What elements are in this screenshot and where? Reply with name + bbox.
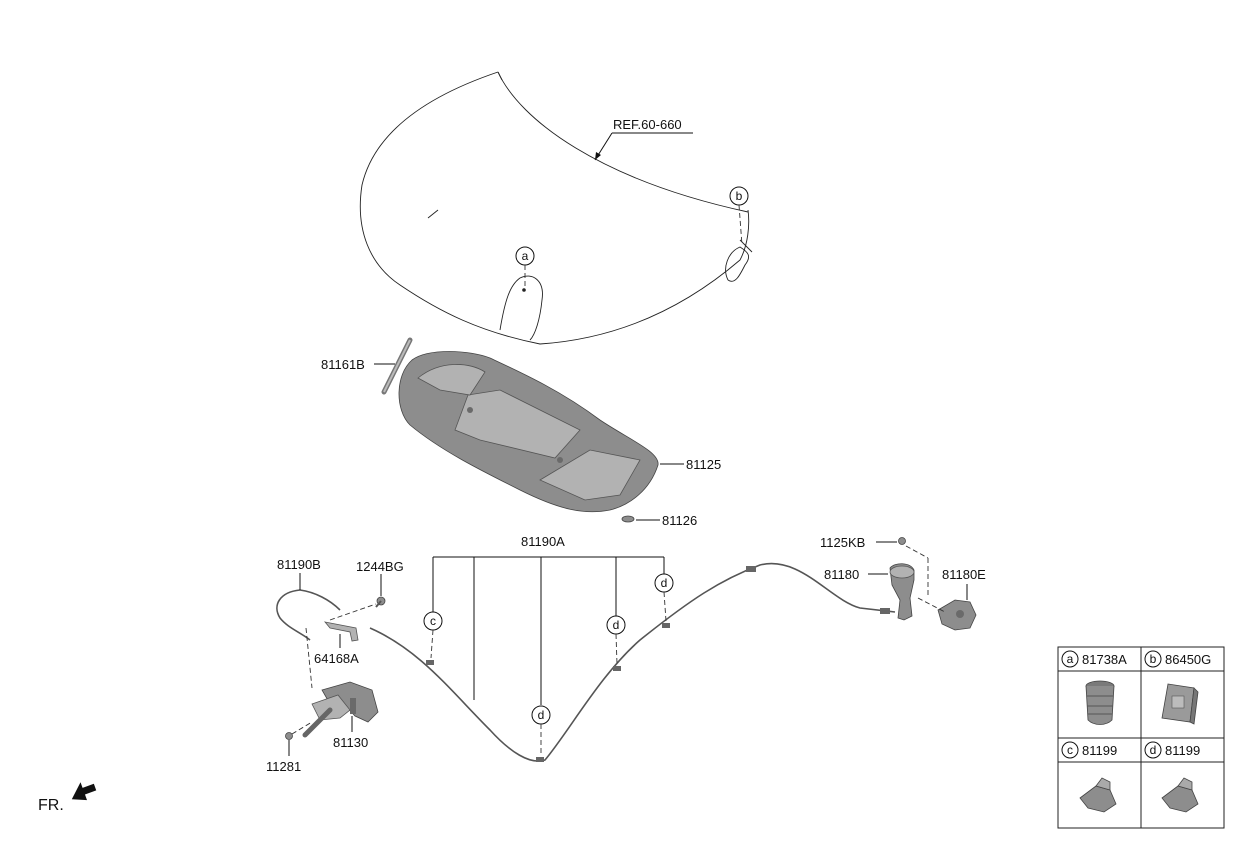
hood-insulator-pad: [398, 351, 659, 513]
label-81130: 81130: [333, 735, 368, 750]
hood-gas-strut: [381, 337, 413, 395]
label-1244BG: 1244BG: [356, 559, 404, 574]
callout-a-hood: a: [515, 246, 535, 288]
label-64168A: 64168A: [314, 651, 359, 666]
clip-81199-c-icon: [1079, 777, 1117, 813]
legend-cell-a: a 81738A: [1061, 650, 1127, 725]
ref-label: REF.60-660: [613, 117, 682, 132]
screw-1125KB: [876, 537, 929, 598]
bolt-dash-line: [329, 603, 377, 621]
label-81180: 81180: [824, 567, 859, 582]
svg-text:b: b: [736, 189, 743, 203]
secondary-cable-81190B: [276, 573, 341, 641]
legend-part-d: 81199: [1165, 743, 1200, 758]
callout-d-cable-2: d: [606, 615, 626, 665]
svg-text:a: a: [1067, 652, 1074, 666]
cable-dash-line: [305, 627, 313, 689]
label-11281: 11281: [266, 759, 301, 774]
hood-panel: [359, 71, 753, 345]
label-81190B: 81190B: [277, 557, 321, 572]
svg-text:a: a: [522, 249, 529, 263]
bumper-81738A-icon: [1085, 680, 1115, 725]
label-1125KB: 1125KB: [820, 535, 865, 550]
clip-81199-d-icon: [1161, 777, 1199, 813]
label-81180E: 81180E: [942, 567, 986, 582]
front-label: FR.: [38, 797, 64, 814]
callout-d-cable-1: d: [531, 705, 551, 755]
bracket-64168A: [323, 621, 359, 648]
clip-81126: [621, 515, 635, 523]
callout-b-hood: b: [729, 186, 749, 246]
callout-c-cable: c: [423, 611, 443, 659]
svg-text:d: d: [538, 708, 545, 722]
ref-callout: REF.60-660: [594, 117, 693, 161]
legend-part-b: 86450G: [1165, 652, 1211, 667]
legend-cell-b: b 86450G: [1144, 650, 1211, 725]
svg-text:d: d: [661, 576, 668, 590]
front-direction-indicator: FR.: [38, 782, 97, 814]
label-81190A: 81190A: [521, 534, 565, 549]
legend-part-c: 81199: [1082, 743, 1117, 758]
release-cable: [369, 562, 896, 762]
svg-text:c: c: [430, 614, 436, 628]
label-81125: 81125: [686, 457, 721, 472]
bolt-1244BG: [375, 574, 386, 608]
hood-latch-81130: [302, 681, 379, 738]
bolt-11281: [285, 721, 313, 756]
release-handle-81180: [868, 563, 915, 621]
handle-housing-81180E: [917, 584, 977, 631]
legend-cell-d: d 81199: [1144, 741, 1200, 813]
leader-81190A: [432, 556, 665, 705]
front-arrow-icon: [71, 782, 97, 801]
svg-text:d: d: [613, 618, 620, 632]
label-81161B: 81161B: [321, 357, 365, 372]
bumper-86450G-icon: [1161, 683, 1199, 725]
callout-d-cable-3: d: [654, 573, 674, 622]
svg-text:b: b: [1150, 652, 1157, 666]
legend-part-a: 81738A: [1082, 652, 1127, 667]
legend-cell-c: c 81199: [1061, 741, 1117, 813]
svg-text:d: d: [1150, 743, 1157, 757]
parts-legend-table: a 81738A b 86450G c 81199: [1057, 646, 1225, 829]
svg-text:c: c: [1067, 743, 1073, 757]
label-81126: 81126: [662, 513, 697, 528]
